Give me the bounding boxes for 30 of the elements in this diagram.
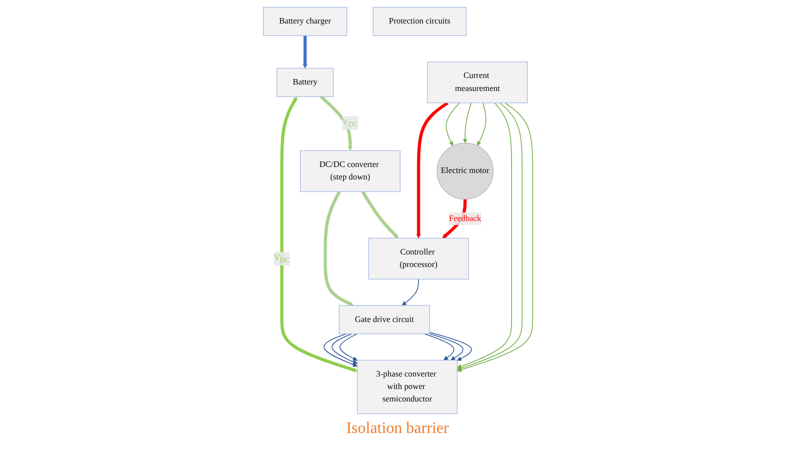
arrow xyxy=(401,278,418,306)
node-box: Battery xyxy=(276,67,334,96)
arrow xyxy=(339,332,357,360)
node-box: 3-phase converter with power semiconductor xyxy=(356,359,457,414)
node-circle: Electric motor xyxy=(436,142,493,199)
arrow xyxy=(323,332,357,366)
arrow xyxy=(360,190,398,238)
arrow xyxy=(445,102,460,146)
arrow xyxy=(323,190,354,306)
arrow xyxy=(476,102,486,146)
node-box: Battery charger xyxy=(262,6,347,36)
node-box: DC/DC converter (step down) xyxy=(299,150,400,192)
arrow xyxy=(331,332,357,364)
arrow xyxy=(302,35,307,68)
barrier-label: Isolation barrier xyxy=(346,420,449,437)
arrow xyxy=(424,332,454,360)
arrow xyxy=(428,331,472,360)
edge-label: Feedback xyxy=(448,213,481,222)
node-box: Gate drive circuit xyxy=(338,304,430,334)
arrow xyxy=(280,96,357,372)
edge-label: V$_{DC}$ xyxy=(273,252,290,264)
node-box: Protection circuits xyxy=(372,6,466,36)
arrow xyxy=(319,94,352,150)
arrow xyxy=(462,102,472,143)
arrow xyxy=(456,102,512,368)
node-box: Controller (processor) xyxy=(368,237,468,279)
edge-label: V$_{DC}$ xyxy=(342,117,358,128)
node-box: Current measurement xyxy=(426,61,528,103)
arrow xyxy=(428,332,463,360)
arrow xyxy=(416,101,448,238)
